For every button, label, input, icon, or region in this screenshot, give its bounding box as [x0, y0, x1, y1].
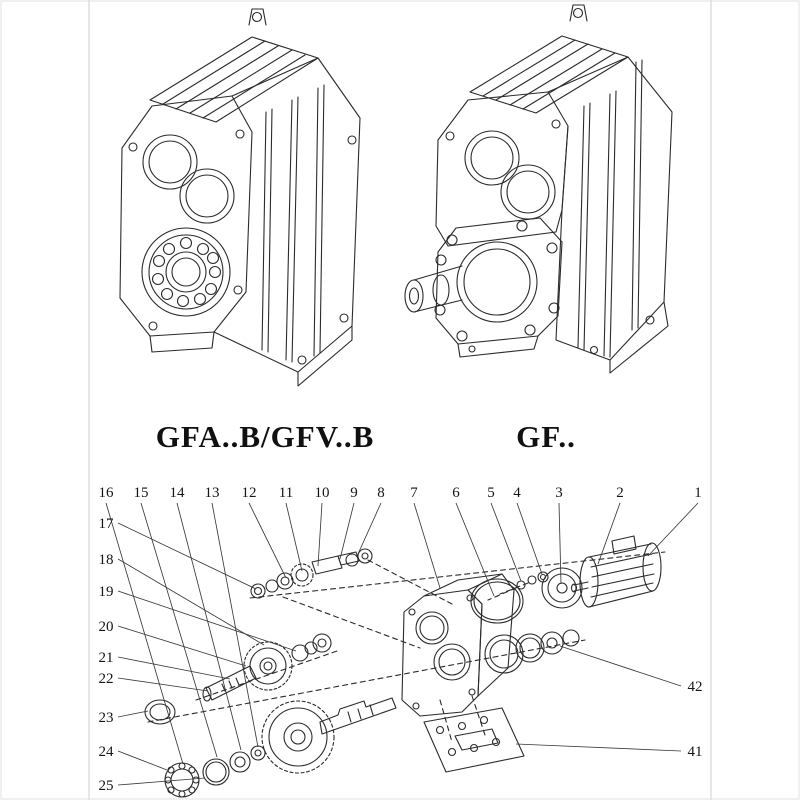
input-bore-upper	[464, 130, 520, 186]
part-number-3: 3	[555, 485, 563, 501]
gearbox-drawing-gfab	[119, 8, 361, 387]
part-number-41: 41	[688, 744, 703, 760]
output-cover-rings	[484, 629, 580, 674]
part-number-13: 13	[205, 485, 220, 501]
part-number-8: 8	[377, 485, 385, 501]
part-number-19: 19	[99, 584, 114, 600]
part-number-17: 17	[99, 516, 115, 532]
assembly-axis-lines	[147, 551, 666, 743]
part-number-11: 11	[279, 485, 293, 501]
housing	[401, 573, 515, 717]
cooling-fins	[149, 36, 319, 123]
input-bore-upper	[142, 134, 198, 190]
input-bore-lower	[500, 164, 556, 220]
part-number-5: 5	[487, 485, 495, 501]
leader-lines	[105, 502, 699, 786]
part-number-6: 6	[452, 485, 460, 501]
part-number-22: 22	[99, 671, 114, 687]
model-label-left: GFA..B/GFV..B	[156, 419, 375, 454]
model-label-right: GF..	[516, 419, 576, 454]
exploded-view-drawing	[144, 535, 666, 798]
gearbox-drawing-gf	[404, 4, 673, 374]
part-number-7: 7	[410, 485, 418, 501]
output-shaft-part	[319, 697, 397, 735]
part-number-15: 15	[134, 485, 149, 501]
output-shaft	[404, 265, 463, 313]
part-number-10: 10	[315, 485, 330, 501]
front-plate	[119, 95, 253, 337]
part-number-9: 9	[350, 485, 358, 501]
side-face	[547, 56, 673, 361]
mounting-feet	[457, 301, 669, 374]
part-number-2: 2	[616, 485, 624, 501]
part-number-21: 21	[99, 650, 114, 666]
part-number-18: 18	[99, 552, 114, 568]
part-number-callouts: 16 15 14 13 12 11 10 9 8 7 6 5 4 3 2 1 1…	[99, 485, 703, 794]
part-number-24: 24	[99, 744, 115, 760]
side-face	[213, 57, 361, 373]
part-number-25: 25	[99, 778, 114, 794]
output-bearing-parts	[164, 745, 266, 798]
mounting-feet	[149, 325, 353, 387]
lifting-eye	[569, 4, 588, 22]
motor	[570, 535, 662, 608]
part-number-42: 42	[688, 679, 703, 695]
part-number-23: 23	[99, 710, 114, 726]
part-number-20: 20	[99, 619, 114, 635]
part-number-1: 1	[694, 485, 702, 501]
o-ring	[470, 578, 524, 624]
output-bearing	[141, 227, 231, 317]
part-number-16: 16	[99, 485, 115, 501]
part-number-12: 12	[242, 485, 257, 501]
cooling-fins	[469, 35, 629, 114]
part-number-14: 14	[170, 485, 186, 501]
output-flange	[434, 217, 563, 345]
input-bore-lower	[179, 168, 235, 224]
input-pinion-parts	[250, 548, 373, 599]
part-number-4: 4	[513, 485, 521, 501]
lifting-eye	[248, 8, 267, 26]
gasket-plate	[423, 707, 525, 773]
output-gear	[261, 700, 335, 774]
